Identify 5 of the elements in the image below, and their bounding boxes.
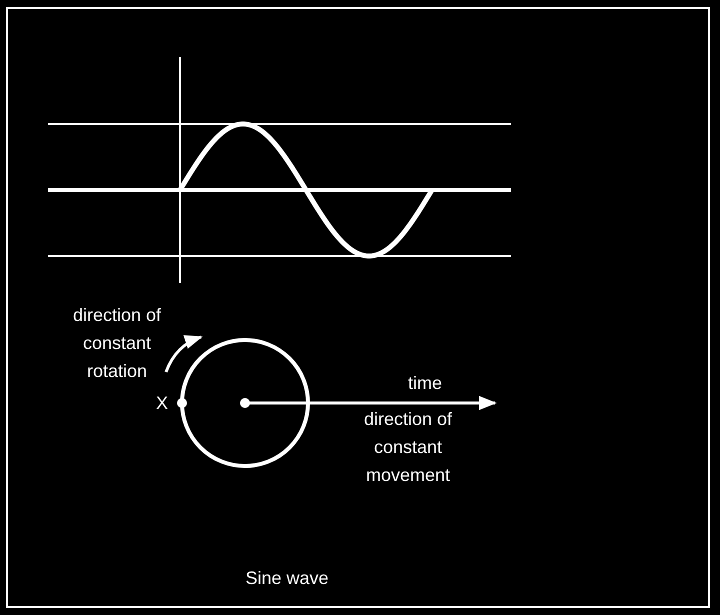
rotation-label: direction of constant rotation (72, 304, 162, 383)
time-label: time (406, 372, 443, 395)
caption: Sine wave (244, 567, 330, 590)
point-label: X (154, 392, 169, 415)
movement-label: direction of constant movement (362, 408, 454, 487)
